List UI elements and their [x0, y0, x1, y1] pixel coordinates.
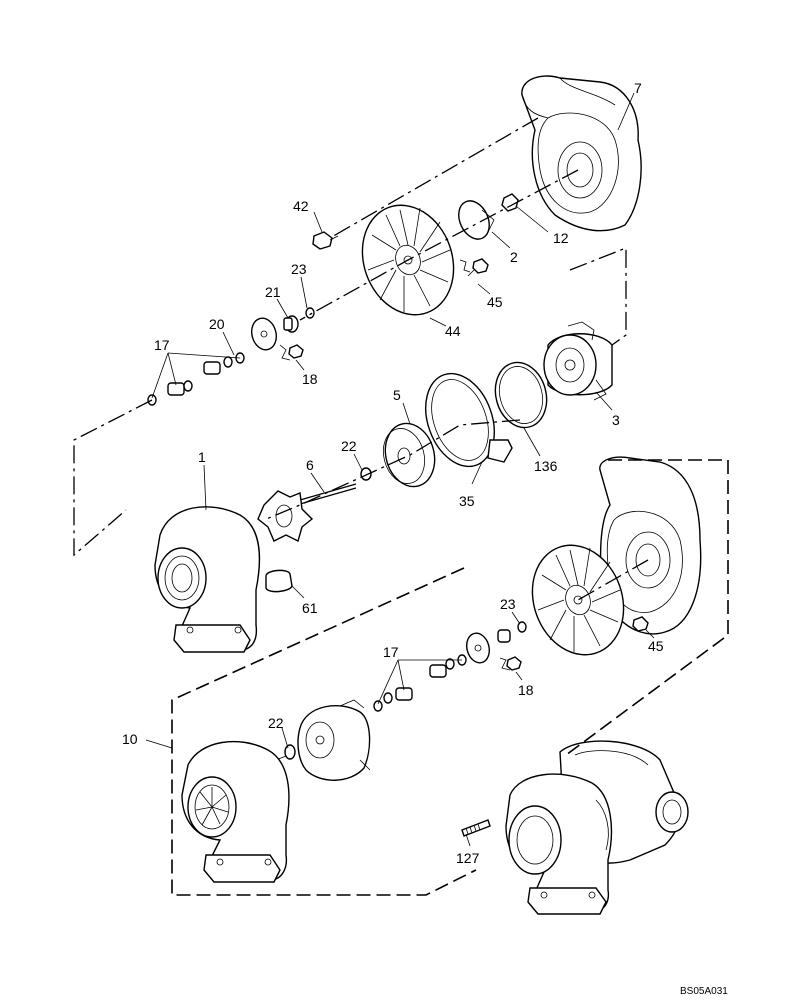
bearing-set-17-upper — [147, 352, 245, 406]
compressor-housing — [521, 75, 642, 232]
screw-18-upper — [288, 344, 304, 359]
callout-21: 21 — [265, 284, 281, 300]
o-ring-23-upper — [305, 307, 315, 319]
bearing-set-17-lower — [373, 654, 467, 712]
screw-45-lower — [632, 616, 649, 632]
v-band-clamp — [425, 372, 513, 468]
callout-42: 42 — [293, 198, 309, 214]
lower-center-housing — [297, 699, 371, 781]
callout-5: 5 — [393, 387, 401, 403]
compressor-wheel-nut — [501, 193, 519, 212]
stud-127 — [461, 819, 491, 837]
callout-17-lower: 17 — [383, 644, 399, 660]
callout-20: 20 — [209, 316, 225, 332]
callout-17-upper: 17 — [154, 337, 170, 353]
thrust-plate — [458, 200, 495, 240]
lower-turbine-housing — [181, 740, 290, 883]
piston-ring-22-lower — [275, 744, 296, 761]
leader-lines — [145, 92, 655, 847]
turbine-housing-upper — [154, 506, 261, 653]
callout-18-lower: 18 — [518, 682, 534, 698]
callout-3: 3 — [612, 412, 620, 428]
screw-18-lower — [506, 656, 522, 671]
assembled-turbocharger — [505, 740, 689, 915]
lower-backplate-with-fins — [531, 544, 625, 656]
callout-45-upper: 45 — [487, 294, 503, 310]
callout-10: 10 — [122, 731, 138, 747]
callout-18-upper: 18 — [302, 371, 318, 387]
bolt-42 — [312, 231, 339, 250]
callout-1: 1 — [198, 449, 206, 465]
callout-2: 2 — [510, 249, 518, 265]
callout-6: 6 — [306, 457, 314, 473]
o-ring-136 — [494, 361, 548, 429]
center-housing — [543, 321, 613, 401]
piston-ring-22-upper — [360, 467, 372, 481]
callout-35: 35 — [459, 493, 475, 509]
callout-23-upper: 23 — [291, 261, 307, 277]
thrust-bearing-lower — [465, 632, 491, 664]
callouts: 7 42 2 12 23 45 21 44 20 17 18 3 5 22 13… — [122, 80, 664, 866]
callout-22-lower: 22 — [268, 715, 284, 731]
seal-sleeve-lower — [497, 629, 511, 643]
turbine-wheel-shaft — [257, 483, 357, 543]
seal-sleeve-21 — [283, 315, 299, 333]
screw-45-upper — [467, 258, 489, 277]
callout-61: 61 — [302, 600, 318, 616]
callout-12: 12 — [553, 230, 569, 246]
stud-61 — [265, 569, 293, 593]
callout-136: 136 — [534, 458, 558, 474]
callout-23-lower: 23 — [500, 596, 516, 612]
callout-127: 127 — [456, 850, 480, 866]
callout-22-upper: 22 — [341, 438, 357, 454]
o-ring-23-lower — [517, 621, 527, 633]
callout-45-lower: 45 — [648, 638, 664, 654]
drawing-code: BS05A031 — [680, 986, 728, 997]
alignment-lines — [73, 117, 729, 896]
thrust-bearing — [250, 317, 278, 351]
callout-7: 7 — [634, 80, 642, 96]
callout-44: 44 — [445, 323, 461, 339]
